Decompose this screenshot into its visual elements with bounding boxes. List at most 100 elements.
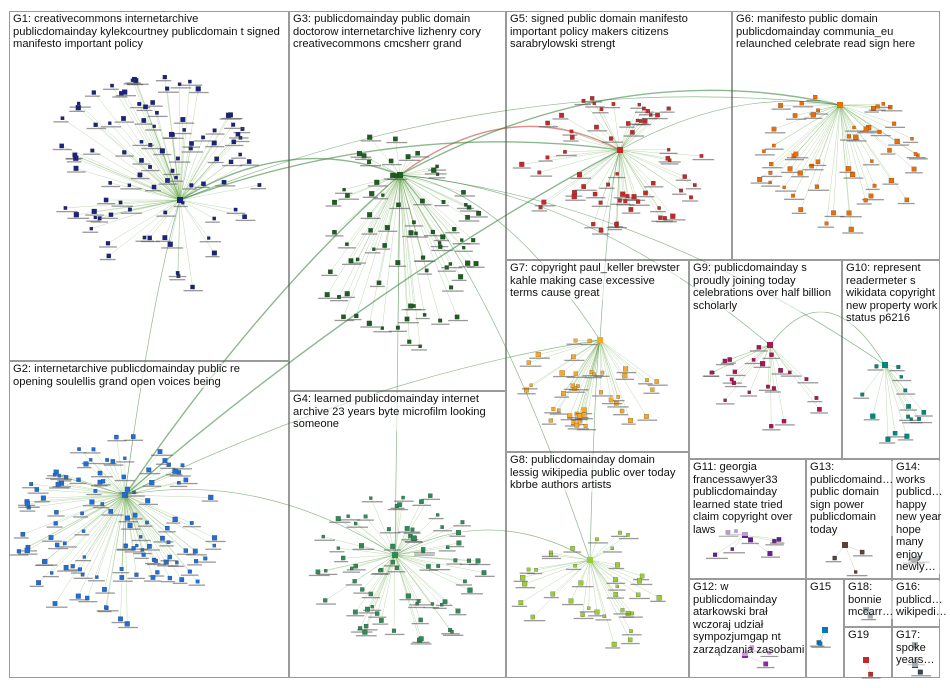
- edge: [369, 137, 401, 176]
- edge: [124, 494, 215, 546]
- node-label-mark: [554, 396, 570, 398]
- node-label-mark: [145, 129, 162, 131]
- node: [635, 592, 641, 598]
- node-label-mark: [780, 375, 802, 377]
- edge: [536, 559, 591, 571]
- node: [450, 629, 454, 634]
- node: [141, 552, 146, 557]
- node: [824, 221, 829, 226]
- group-panel-g13: G13: publicdomaind… public domain sign p…: [806, 459, 894, 579]
- node-label-mark: [868, 109, 886, 111]
- node-label-mark: [474, 575, 495, 578]
- node: [456, 540, 462, 546]
- node: [24, 547, 30, 554]
- node: [917, 417, 921, 421]
- node-label-mark: [585, 377, 603, 379]
- node: [769, 352, 774, 357]
- node-label-mark: [169, 279, 186, 281]
- node-label-mark: [338, 198, 360, 200]
- node-label-mark: [219, 118, 242, 120]
- node-label-mark: [760, 655, 779, 658]
- node-label-mark: [906, 156, 926, 159]
- node-label-mark: [150, 454, 173, 456]
- node-label-mark: [165, 474, 183, 476]
- edge: [589, 559, 615, 645]
- node: [419, 499, 424, 504]
- node-label-mark: [70, 572, 86, 574]
- edge: [394, 554, 433, 605]
- node-label-mark: [342, 571, 360, 573]
- node-label-mark: [880, 153, 896, 155]
- node: [771, 386, 776, 391]
- node-label-mark: [584, 227, 603, 229]
- node-label-mark: [522, 388, 538, 390]
- edge: [801, 102, 841, 106]
- node: [699, 154, 704, 158]
- node-label-mark: [99, 258, 116, 261]
- node: [405, 593, 411, 599]
- node: [414, 231, 418, 236]
- node-label-mark: [168, 161, 191, 163]
- edge: [884, 364, 896, 434]
- node-label-mark: [431, 323, 450, 325]
- edge: [28, 494, 126, 508]
- node-label-mark: [587, 542, 608, 544]
- node-label-mark: [449, 535, 466, 537]
- node-label-mark: [96, 610, 119, 612]
- edge: [361, 545, 396, 556]
- edge: [550, 339, 601, 421]
- edge: [112, 461, 126, 496]
- edge: [58, 484, 126, 496]
- node-label-mark: [137, 525, 153, 527]
- edge: [124, 494, 126, 547]
- node: [354, 313, 359, 319]
- edge: [330, 174, 401, 272]
- node: [367, 134, 373, 140]
- node: [119, 567, 124, 571]
- node-label-mark: [563, 388, 580, 391]
- edge: [399, 174, 464, 193]
- node-label-mark: [404, 541, 423, 543]
- node-label-mark: [423, 606, 440, 609]
- node-label-mark: [623, 616, 643, 618]
- node-label-mark: [413, 260, 436, 262]
- edge: [124, 494, 215, 539]
- node: [114, 434, 119, 440]
- node-label-mark: [383, 549, 401, 551]
- node: [180, 117, 186, 122]
- node: [921, 410, 927, 415]
- group-panel-g18: G18: bonnie mccarr…: [844, 579, 894, 627]
- node-label-mark: [647, 384, 668, 386]
- node-label-mark: [346, 526, 369, 528]
- node-label-mark: [121, 528, 141, 530]
- edge: [619, 108, 645, 151]
- node: [175, 560, 179, 565]
- node: [177, 82, 182, 86]
- edge: [93, 449, 126, 496]
- node-label-mark: [744, 362, 766, 365]
- node-label-mark: [94, 484, 111, 486]
- node: [626, 533, 630, 537]
- node: [91, 447, 96, 452]
- node-label-mark: [843, 177, 864, 179]
- node-label-mark: [145, 190, 161, 192]
- node: [732, 369, 738, 374]
- group-panel-g19: G19: [844, 627, 892, 678]
- node: [172, 468, 178, 474]
- edge: [143, 120, 181, 201]
- node-label-mark: [784, 198, 805, 200]
- node-label-mark: [53, 121, 69, 123]
- edge: [589, 559, 632, 632]
- edge: [399, 174, 461, 277]
- node: [581, 412, 587, 418]
- node-label-mark: [911, 675, 932, 677]
- node: [134, 572, 139, 577]
- node-label-mark: [169, 475, 191, 477]
- node: [814, 184, 820, 189]
- node: [137, 102, 142, 106]
- node: [391, 628, 396, 633]
- node-label-mark: [173, 205, 188, 208]
- edge: [619, 149, 685, 177]
- edge: [124, 494, 137, 575]
